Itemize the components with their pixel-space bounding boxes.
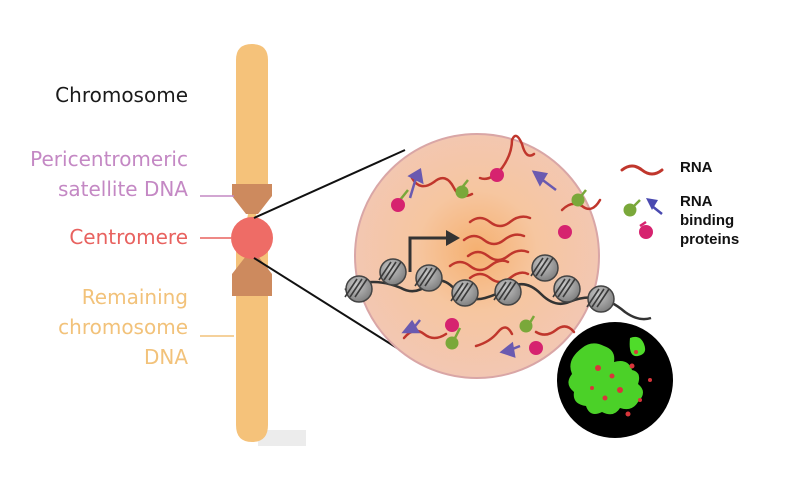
transcribed-rna xyxy=(448,215,532,284)
legend-arrow-icon xyxy=(646,198,658,210)
nucleosome-stripe xyxy=(596,288,610,308)
legend-rbp-label: RNA binding proteins xyxy=(680,192,739,249)
transcription-arrow xyxy=(408,230,460,272)
pericentromeric-band-lower xyxy=(232,256,272,296)
chromosome xyxy=(231,44,306,446)
purple-arrows xyxy=(401,167,557,358)
remaining-label-line1: Remaining xyxy=(81,285,188,309)
remaining-label-line2: chromosome xyxy=(58,315,188,339)
pericentromeric-label: Pericentromeric satellite DNA xyxy=(0,144,188,204)
nucleosome-stripe xyxy=(419,267,433,287)
nucleosome-stripe xyxy=(591,288,605,308)
zoom-line-top xyxy=(253,149,406,219)
nucleosome-stripe xyxy=(460,282,474,302)
centromere-label-text: Centromere xyxy=(69,225,188,249)
legend-rbp-line1: RNA xyxy=(680,193,713,210)
legend-rbp-line3: proteins xyxy=(680,231,740,248)
legend-rna-label: RNA xyxy=(680,158,713,177)
nucleosome-stripe xyxy=(424,267,438,287)
nucleosome-stripe xyxy=(552,278,566,298)
nucleosomes xyxy=(344,254,615,313)
legend-rbp-line2: binding xyxy=(680,212,735,229)
nucleosome-stripe xyxy=(530,257,544,277)
nucleosome-stripe xyxy=(498,281,512,301)
nucleosome-stripe xyxy=(503,281,517,301)
zoom-line-bottom xyxy=(253,257,406,354)
remaining-dna-label: Remaining chromosome DNA xyxy=(0,282,188,372)
centromere xyxy=(231,217,273,259)
legend-arrow-stalk xyxy=(651,205,663,215)
microscopy-image xyxy=(557,322,673,438)
nucleosome-stripe xyxy=(383,261,397,281)
green-proteins xyxy=(445,185,585,350)
legend-icons xyxy=(620,164,664,239)
nucleosome-stripe xyxy=(388,261,402,281)
legend-rna-icon xyxy=(620,164,664,176)
chromosome-label: Chromosome xyxy=(20,80,188,110)
pericentromeric-label-line2: satellite DNA xyxy=(57,177,188,201)
magenta-proteins xyxy=(391,168,572,355)
nucleosome-stripe xyxy=(414,267,428,287)
nucleosome-stripe xyxy=(455,282,469,302)
nucleosome-stripe xyxy=(562,278,576,298)
nucleosome-stripe xyxy=(586,288,600,308)
chromosome-label-text: Chromosome xyxy=(55,83,188,107)
chromosome-shadow xyxy=(258,430,306,446)
legend-magenta-protein-icon xyxy=(639,225,653,239)
pericentromeric-label-line1: Pericentromeric xyxy=(30,147,188,171)
nucleosome-stripe xyxy=(493,281,507,301)
nucleosome-stripe xyxy=(378,261,392,281)
zoom-circle xyxy=(354,133,600,379)
nucleosome-stripe xyxy=(557,278,571,298)
nucleosome-stripe xyxy=(349,278,363,298)
legend-magenta-protein-stalk xyxy=(639,220,647,228)
centromere-label: Centromere xyxy=(0,222,188,252)
nucleosome-stripe xyxy=(450,282,464,302)
nucleosome-stripe xyxy=(344,278,358,298)
nucleosome-stripe xyxy=(354,278,368,298)
legend-green-protein-icon xyxy=(623,203,637,217)
remaining-label-line3: DNA xyxy=(143,345,188,369)
nucleosome-stripe xyxy=(535,257,549,277)
nucleosome-stripe xyxy=(540,257,554,277)
pericentromeric-band-upper xyxy=(232,184,272,214)
legend-rna-text: RNA xyxy=(680,159,713,176)
